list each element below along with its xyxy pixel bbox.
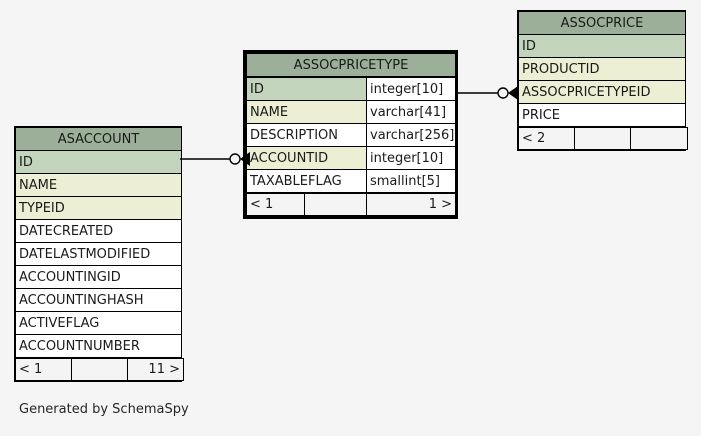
column-name: ACTIVEFLAG bbox=[15, 311, 182, 335]
column-name: ACCOUNTINGID bbox=[15, 265, 182, 289]
column-name: DATELASTMODIFIED bbox=[15, 242, 182, 266]
table-row[interactable]: DATECREATED bbox=[15, 219, 182, 243]
table-row[interactable]: ACTIVEFLAG bbox=[15, 311, 182, 335]
table-row[interactable]: TYPEID bbox=[15, 196, 182, 220]
table-asaccount[interactable]: ASACCOUNT ID NAME TYPEID DATECREATED DAT… bbox=[14, 126, 184, 382]
table-row[interactable]: ACCOUNTINGHASH bbox=[15, 288, 182, 312]
table-footer-asaccount: < 1 11 > bbox=[15, 358, 184, 381]
column-name: ACCOUNTID bbox=[246, 146, 367, 170]
table-row[interactable]: NAME bbox=[15, 173, 182, 197]
column-type: integer[10] bbox=[366, 77, 455, 101]
column-name: NAME bbox=[246, 100, 367, 124]
column-name: PRODUCTID bbox=[518, 57, 686, 81]
table-row[interactable]: DATELASTMODIFIED bbox=[15, 242, 182, 266]
table-assocprice[interactable]: ASSOCPRICE ID PRODUCTID ASSOCPRICETYPEID… bbox=[517, 10, 688, 151]
column-name: DESCRIPTION bbox=[246, 123, 367, 147]
column-type: integer[10] bbox=[366, 146, 455, 170]
table-footer-assocprice: < 2 bbox=[518, 127, 688, 150]
table-header-row: ASSOCPRICE bbox=[518, 11, 686, 35]
table-row[interactable]: ID bbox=[15, 150, 182, 174]
table-header-row: ASACCOUNT bbox=[15, 127, 182, 151]
relationship-assocpricetype-to-assocprice bbox=[456, 86, 518, 100]
table-row[interactable]: ACCOUNTID integer[10] bbox=[246, 146, 455, 170]
table-row[interactable]: PRICE bbox=[518, 103, 686, 127]
table-row[interactable]: NAME varchar[41] bbox=[246, 100, 455, 124]
column-name: ASSOCPRICETYPEID bbox=[518, 80, 686, 104]
footer-left-count: < 1 bbox=[246, 193, 305, 216]
footer-right-count: 11 > bbox=[127, 358, 184, 381]
column-name: ID bbox=[246, 77, 367, 101]
column-name: ACCOUNTINGHASH bbox=[15, 288, 182, 312]
column-type: varchar[256] bbox=[366, 123, 455, 147]
column-name: ACCOUNTNUMBER bbox=[15, 334, 182, 358]
column-name: TAXABLEFLAG bbox=[246, 169, 367, 193]
table-title-assocprice: ASSOCPRICE bbox=[518, 11, 686, 35]
table-title-assocpricetype: ASSOCPRICETYPE bbox=[246, 53, 455, 77]
table-row[interactable]: ID integer[10] bbox=[246, 77, 455, 101]
table-row[interactable]: ACCOUNTINGID bbox=[15, 265, 182, 289]
table-row[interactable]: DESCRIPTION varchar[256] bbox=[246, 123, 455, 147]
generated-by-note: Generated by SchemaSpy bbox=[19, 402, 189, 417]
table-row[interactable]: TAXABLEFLAG smallint[5] bbox=[246, 169, 455, 193]
footer-left-count: < 2 bbox=[518, 127, 575, 150]
footer-right-count: 1 > bbox=[366, 193, 455, 216]
column-name: ID bbox=[15, 150, 182, 174]
column-name: ID bbox=[518, 34, 686, 58]
relationship-asaccount-to-assocpricetype bbox=[180, 152, 250, 166]
footer-middle-count bbox=[71, 358, 128, 381]
column-name: NAME bbox=[15, 173, 182, 197]
footer-left-count: < 1 bbox=[15, 358, 72, 381]
table-title-asaccount: ASACCOUNT bbox=[15, 127, 182, 151]
column-type: smallint[5] bbox=[366, 169, 455, 193]
footer-middle-count bbox=[304, 193, 367, 216]
column-type: varchar[41] bbox=[366, 100, 455, 124]
footer-right-count bbox=[630, 127, 688, 150]
column-name: DATECREATED bbox=[15, 219, 182, 243]
footer-middle-count bbox=[574, 127, 631, 150]
table-assocpricetype[interactable]: ASSOCPRICETYPE ID integer[10] NAME varch… bbox=[243, 50, 458, 219]
table-row[interactable]: ID bbox=[518, 34, 686, 58]
table-row[interactable]: ACCOUNTNUMBER bbox=[15, 334, 182, 358]
table-footer-assocpricetype: < 1 1 > bbox=[246, 193, 455, 216]
table-header-row: ASSOCPRICETYPE bbox=[246, 53, 455, 77]
table-row[interactable]: PRODUCTID bbox=[518, 57, 686, 81]
column-name: PRICE bbox=[518, 103, 686, 127]
table-row[interactable]: ASSOCPRICETYPEID bbox=[518, 80, 686, 104]
column-name: TYPEID bbox=[15, 196, 182, 220]
